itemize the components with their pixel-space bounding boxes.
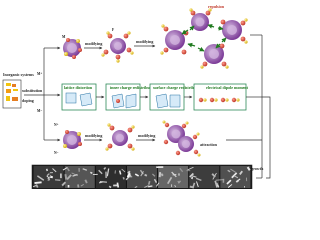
micrograph-panel (61, 166, 95, 188)
source-branches (24, 46, 61, 142)
micrograph-panel (92, 166, 126, 189)
ion-label-top-m: M (62, 35, 66, 39)
lattice-distortion-label: lattice distortion (64, 85, 93, 90)
micrograph-panel (125, 166, 158, 188)
surface-charge-label: surface charge redistribution (153, 85, 203, 90)
modifying-label-top-2: modifying (136, 39, 153, 44)
modifying-label-top: modifying (85, 41, 102, 46)
inner-charge-label: inner charge redistribution (110, 85, 157, 90)
dipole-chain (198, 97, 240, 103)
ion-label-n-plus: N⁺ (54, 123, 59, 127)
repulsion-label: repulsion (208, 4, 225, 9)
substitution-label: substitution (22, 88, 43, 93)
ion-m-plus-label: M⁺ (37, 72, 42, 76)
modifying-label-bottom-2: modifying (138, 133, 155, 138)
middle-branch: lattice distortion inner charge redistri… (61, 83, 262, 111)
attraction-cluster (162, 120, 201, 157)
box-dipole (193, 83, 247, 111)
attraction-label: attraction (200, 142, 218, 147)
top-branch: M modifying F modifying repulsion (62, 4, 262, 69)
collector (256, 35, 271, 179)
source-label: Inorganic systems (3, 72, 34, 77)
modifying-label-bottom: modifying (85, 133, 102, 138)
micrograph-panel (155, 166, 189, 188)
doping-label: doping (22, 98, 34, 103)
micrograph-panel (32, 166, 64, 188)
repulsion-cluster (160, 8, 248, 69)
source-panel: Inorganic systems substitution doping M⁺… (2, 72, 43, 113)
micrograph-strip (31, 164, 253, 189)
ion-label-n-minus: N⁻ (54, 151, 59, 155)
ion-label-top-f: F (112, 28, 115, 32)
ion-m-minus-label: M⁻ (37, 109, 42, 113)
mechanism-diagram: Inorganic systems substitution doping M⁺… (2, 4, 271, 189)
dipole-label: electrical dipole moment (206, 85, 249, 90)
micrograph-panel (186, 166, 220, 189)
micrograph-panel (215, 166, 251, 188)
bottom-branch: N⁺ N⁻ modifying modifying attraction (54, 120, 262, 157)
